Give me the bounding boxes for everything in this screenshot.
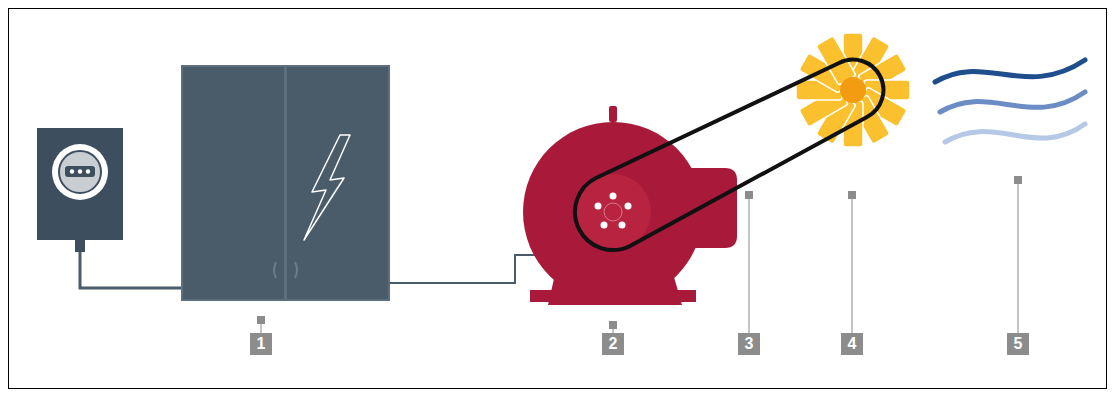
leader-ends bbox=[257, 176, 1022, 329]
pulley-bolt bbox=[610, 193, 617, 200]
leader-end bbox=[257, 316, 265, 324]
callout-number: 4 bbox=[841, 333, 863, 355]
callout-number: 1 bbox=[250, 333, 272, 355]
door-handle bbox=[295, 262, 297, 278]
pulley-bolt bbox=[601, 222, 608, 229]
door-handle bbox=[274, 262, 276, 278]
lightning-bolt bbox=[304, 135, 350, 240]
leader-end bbox=[609, 321, 617, 329]
meter-digit bbox=[70, 169, 74, 173]
motor-terminal bbox=[609, 106, 617, 122]
power-wire bbox=[389, 255, 540, 283]
leader-line bbox=[851, 197, 853, 333]
frame bbox=[9, 9, 1107, 389]
meter-display bbox=[65, 166, 95, 177]
leader-lines bbox=[261, 182, 1018, 333]
meter-digit bbox=[86, 169, 90, 173]
airflow-wave bbox=[940, 92, 1085, 112]
pulley-hub bbox=[604, 203, 622, 221]
panel-door bbox=[286, 66, 389, 300]
meter-face bbox=[52, 144, 108, 200]
electric-meter bbox=[37, 128, 123, 240]
drive-belt bbox=[575, 60, 883, 250]
meter-digit bbox=[78, 169, 82, 173]
leader-end bbox=[1014, 176, 1022, 184]
meter-dial bbox=[59, 151, 101, 193]
leader-line bbox=[748, 197, 750, 333]
airflow-wave bbox=[945, 124, 1085, 142]
meter-plug bbox=[75, 238, 85, 252]
fan bbox=[796, 33, 910, 147]
callout-number: 2 bbox=[602, 333, 624, 355]
airflow-wave bbox=[935, 60, 1085, 82]
pulley-bolt bbox=[619, 222, 626, 229]
leader-end bbox=[848, 191, 856, 199]
leader-line bbox=[1017, 182, 1019, 333]
callout-number: 3 bbox=[738, 333, 760, 355]
pulley-bolt bbox=[625, 203, 632, 210]
motor-body bbox=[523, 122, 703, 302]
motor-foot bbox=[530, 290, 578, 302]
panel-door bbox=[182, 66, 285, 300]
fan-hub bbox=[840, 77, 866, 103]
callout-number: 5 bbox=[1007, 333, 1029, 355]
motor-foot bbox=[648, 290, 696, 302]
pulley-bolt bbox=[595, 203, 602, 210]
leader-end bbox=[745, 191, 753, 199]
